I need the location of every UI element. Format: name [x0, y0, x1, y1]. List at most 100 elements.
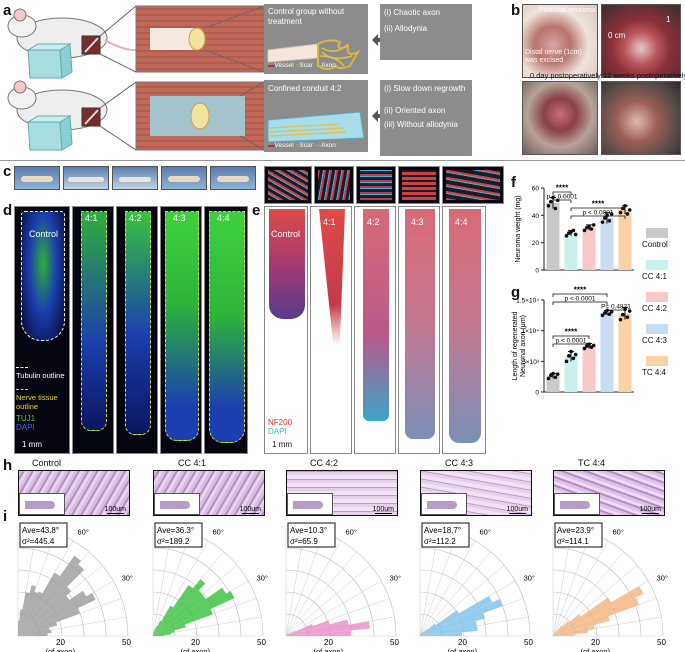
outcome-top-2: (ii) Allodynia [384, 24, 428, 33]
legend-control: Control [642, 240, 668, 249]
polar-wedge [153, 591, 235, 636]
gross-specimen-4-4 [210, 166, 256, 190]
y-tick-label: 5×10³ [522, 359, 540, 366]
polar-wedge [18, 585, 37, 636]
bar-control [546, 376, 560, 392]
polar-wedge [18, 633, 48, 636]
polar-spoke [419, 551, 491, 637]
e-zoom-5 [442, 166, 504, 204]
panel-label-c: c [3, 163, 12, 180]
stats-box [554, 522, 603, 548]
label-e-4-3: 4:3 [411, 217, 424, 227]
stats-average: Ave=23.9° [557, 526, 594, 535]
data-point [625, 212, 630, 216]
data-point [573, 352, 578, 357]
data-point [555, 372, 560, 377]
polar-axis-label: (of axon) [46, 647, 76, 652]
h-title-control: Control [32, 458, 62, 468]
polar-ring [419, 547, 509, 637]
polar-spoke [152, 565, 238, 637]
significance-stars: **** [565, 328, 578, 337]
p-value: p < 0.0001 [565, 296, 596, 303]
stats-average: Ave=43.8° [22, 526, 59, 535]
polar-axis-label: (of axon) [448, 647, 478, 652]
legend-cc42: CC 4:2 [642, 304, 667, 313]
panel-label-g: g [511, 284, 521, 301]
he-image-tc44: 100um [553, 470, 665, 516]
polar-r-tick: 20 [324, 638, 333, 647]
group-legend: Control CC 4:1 CC 4:2 CC 4:3 TC 4:4 [640, 228, 684, 388]
polar-wedge [153, 632, 154, 636]
polar-angle-label: 30° [257, 574, 268, 583]
polar-wedge [153, 625, 158, 636]
data-point [609, 309, 614, 314]
data-point [607, 312, 612, 316]
y-tick-label: 40 [532, 213, 540, 220]
stats-average: Ave=36.3° [157, 526, 194, 535]
polar-r-tick: 50 [257, 638, 266, 647]
polar-wedge [286, 620, 330, 636]
polar-angle-label: 90° [274, 518, 285, 519]
polar-wedge [553, 614, 581, 636]
p-value: p < 0.0001 [556, 338, 587, 345]
polar-wedge [153, 609, 213, 636]
data-point [553, 206, 558, 211]
y-tick-label: 1.5×10⁴ [516, 298, 539, 305]
polar-wedge [420, 629, 428, 636]
polar-spoke [285, 532, 324, 637]
legend-swatch-control [646, 228, 668, 238]
data-point [623, 203, 627, 208]
polar-wedge [18, 630, 52, 636]
bar-cc-4-1 [564, 233, 578, 270]
he-image-cc42: 100um [286, 470, 398, 516]
data-point [571, 228, 576, 233]
polar-wedge [153, 632, 171, 636]
data-point [551, 195, 555, 200]
significance-bracket [552, 335, 590, 339]
significance-stars: **** [574, 286, 587, 295]
legend-cc43: CC 4:3 [642, 336, 667, 345]
polar-angle-label: 30° [524, 574, 535, 583]
he-image-cc41: 100um [153, 470, 265, 516]
conduit-box-title: Confined conduit 4:2 [268, 84, 342, 93]
data-point [607, 219, 612, 223]
polar-ring [552, 569, 620, 637]
stats-box [421, 522, 470, 548]
he-image-cc43: 100um [420, 470, 532, 516]
scalebar-e: 1 mm [272, 440, 292, 449]
legend-tc44: TC 4:4 [642, 368, 667, 377]
polar-wedge [286, 630, 296, 636]
gross-specimen-4-2 [112, 166, 158, 190]
polar-wedge [18, 591, 43, 636]
photo-12-weeks [601, 81, 681, 155]
polar-angle-label: 60° [346, 527, 357, 536]
y-tick-label: 60 [532, 186, 540, 193]
y-tick-label: 0 [535, 268, 539, 275]
label-distal-nerve: Distal nerve (1cm) was excised [525, 49, 582, 64]
legend-vessel-bottom: Vessel [274, 142, 294, 149]
polar-spoke [285, 540, 342, 637]
data-point [621, 312, 625, 317]
data-point [571, 356, 576, 361]
data-point [600, 313, 605, 318]
data-point [589, 227, 594, 231]
he-image-control: 100um [18, 470, 130, 516]
legend-tubulin-outline: Tubulin outline [16, 362, 65, 380]
rat-illustration-top [7, 5, 151, 79]
y-axis-label: Length of regeneratedNeuronal axon (μm) [512, 311, 527, 380]
panel-label-e: e [252, 202, 261, 219]
p-value: p < 0.0001 [583, 210, 614, 217]
label-e-4-2: 4:2 [367, 217, 380, 227]
bar-control [546, 203, 560, 270]
polar-axis-label: (of axon) [181, 647, 211, 652]
label-e-4-4: 4:4 [455, 217, 468, 227]
legend-tissue-text: Nerve tissue outline [16, 393, 58, 411]
legend-axon-top: Axon [321, 62, 336, 69]
polar-r-tick: 20 [458, 638, 467, 647]
polar-wedge [420, 610, 459, 636]
panel-a-schematic [7, 4, 472, 156]
legend-swatch-cc43 [646, 324, 668, 334]
if-image-4-3: 4:3 [160, 206, 202, 454]
polar-wedge [18, 593, 96, 636]
